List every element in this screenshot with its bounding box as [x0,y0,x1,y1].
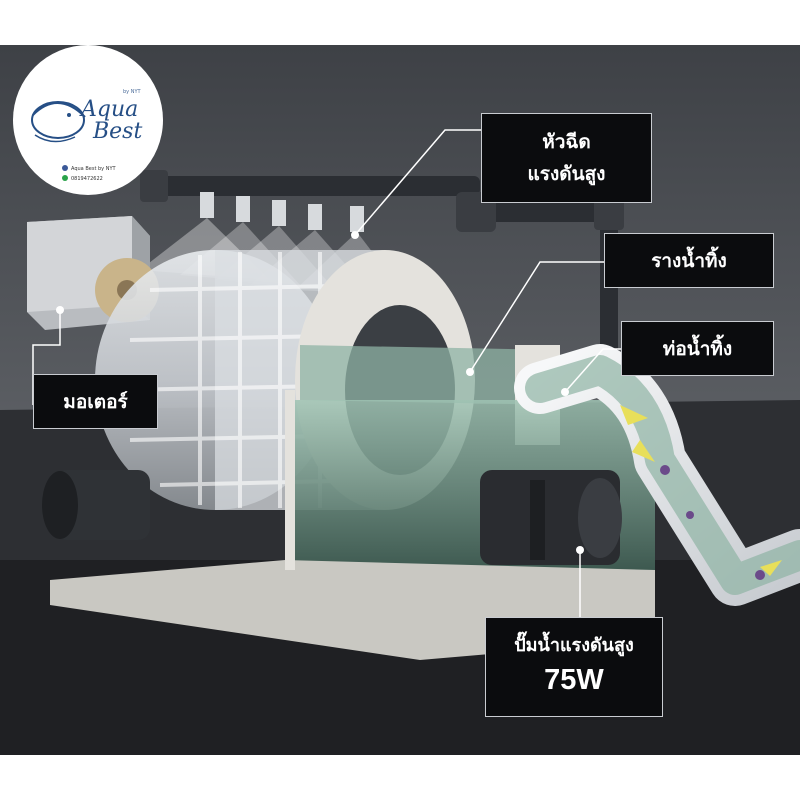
callout-high-pressure-pump: ปั๊มน้ำแรงดันสูง 75W [485,617,663,717]
flow-arrow-icon [620,405,648,425]
callout-pump-line1: ปั๊มน้ำแรงดันสูง [514,634,634,656]
logo-byline: by NYT [123,89,141,95]
phone-icon [62,175,68,181]
anchor-dot [561,388,569,396]
anchor-dot [576,546,584,554]
callout-waste-trough: รางน้ำทิ้ง [604,233,774,288]
flow-arrow-icon [760,560,782,576]
logo-brand-line1: Aqua [81,97,139,122]
logo-brand-line2: Best [93,119,143,144]
callout-nozzle-line1: หัวฉีด [542,130,591,153]
pump-unit [480,470,622,565]
facebook-icon [62,165,68,171]
anchor-dot [351,231,359,239]
callout-pump-wattage: 75W [544,663,604,696]
fish-icon [31,101,86,143]
callout-drain-label: ท่อน้ำทิ้ง [662,337,733,360]
inlet-pipe [42,470,150,540]
callout-motor: มอเตอร์ [33,374,158,429]
callout-trough-label: รางน้ำทิ้ง [651,249,727,272]
drain-pipe [514,344,800,606]
spray-header-pipe [140,170,624,375]
callout-high-pressure-nozzle: หัวฉีด แรงดันสูง [481,113,652,203]
aqua-best-logo: Aqua Best by NYT Aqua Best by NYT 081947… [13,45,163,195]
callout-nozzle-line2: แรงดันสูง [527,163,606,185]
anchor-dot [56,306,64,314]
logo-phone-text: 0819472622 [71,176,103,182]
flow-arrow-icon [632,440,655,462]
callout-drain-pipe: ท่อน้ำทิ้ง [621,321,774,376]
anchor-dot [466,368,474,376]
logo-facebook-text: Aqua Best by NYT [71,166,116,172]
callout-motor-label: มอเตอร์ [63,390,128,413]
